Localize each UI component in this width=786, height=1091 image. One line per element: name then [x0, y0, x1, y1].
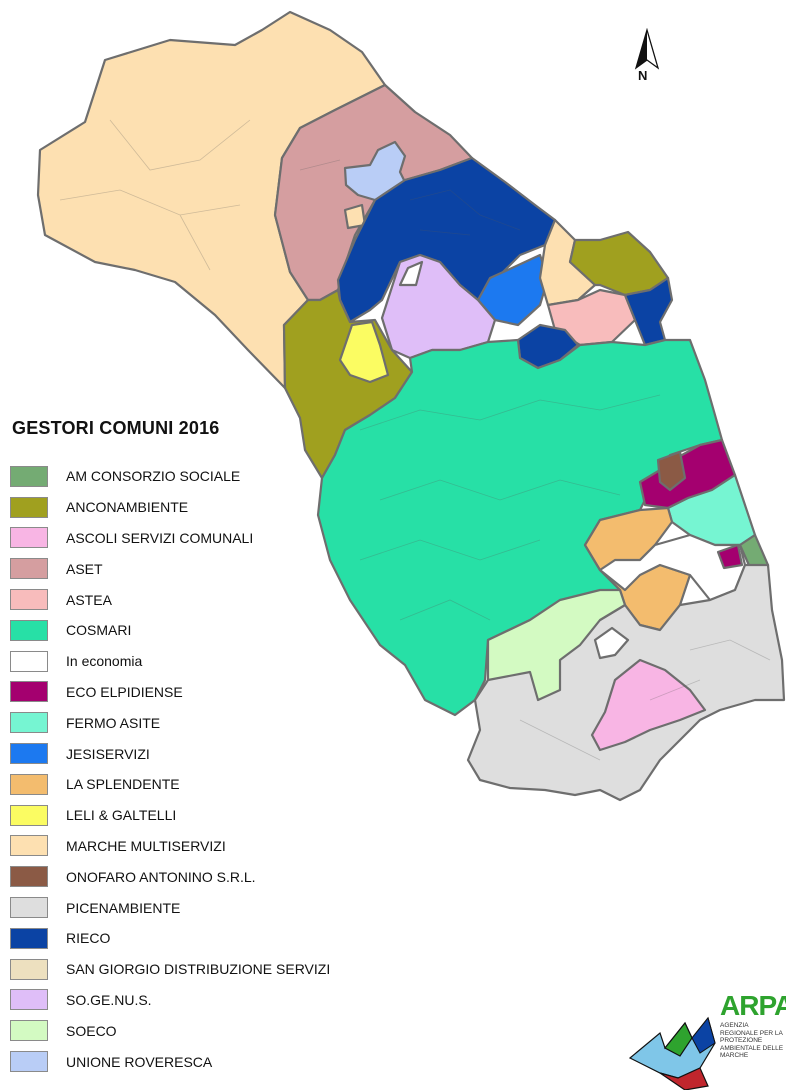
north-arrow-icon [634, 28, 660, 70]
legend-swatch [10, 558, 48, 580]
legend-items: AM CONSORZIO SOCIALE ANCONAMBIENTE ASCOLI … [10, 461, 410, 1077]
legend-item: UNIONE ROVERESCA [10, 1046, 410, 1077]
legend-item: ASTEA [10, 584, 410, 615]
legend-label: SO.GE.NU.S. [66, 991, 152, 1008]
legend-item: SO.GE.NU.S. [10, 985, 410, 1016]
legend-swatch [10, 804, 48, 826]
legend-item: SOECO [10, 1015, 410, 1046]
legend-swatch [10, 773, 48, 795]
arpam-logo-icon [628, 1016, 716, 1090]
legend-item: RIECO [10, 923, 410, 954]
legend-swatch [10, 589, 48, 611]
legend-item: ANCONAMBIENTE [10, 492, 410, 523]
logo-name: ARPAM [720, 990, 786, 1021]
legend-swatch [10, 897, 48, 919]
region-in-economia-3 [593, 626, 630, 660]
legend-label: In economia [66, 653, 143, 670]
legend-swatch [10, 712, 48, 734]
region-eco-elpidiense-2 [716, 543, 744, 570]
legend-title: GESTORI COMUNI 2016 [12, 418, 220, 438]
legend-label: ANCONAMBIENTE [66, 499, 189, 516]
legend-label: ONOFARO ANTONINO S.R.L. [66, 868, 256, 885]
legend-item: PICENAMBIENTE [10, 892, 410, 923]
region-in-economia-1 [398, 260, 424, 287]
region-ascoli-servizi [590, 658, 707, 752]
legend-item: ASET [10, 553, 410, 584]
legend-item: MARCHE MULTISERVIZI [10, 831, 410, 862]
legend-swatch [10, 465, 48, 487]
legend-label: AM CONSORZIO SOCIALE [66, 468, 241, 485]
legend-swatch [10, 650, 48, 672]
legend-label: ASTEA [66, 591, 112, 608]
legend-item: AM CONSORZIO SOCIALE [10, 461, 410, 492]
legend-swatch [10, 835, 48, 857]
legend-swatch [10, 496, 48, 518]
legend-label: ASET [66, 560, 103, 577]
region-onofaro [656, 450, 687, 492]
legend-item: ASCOLI SERVIZI COMUNALI [10, 523, 410, 554]
north-label: N [638, 68, 648, 83]
legend-label: LA SPLENDENTE [66, 776, 180, 793]
legend-label: FERMO ASITE [66, 714, 161, 731]
legend-swatch [10, 958, 48, 980]
municipal-borders [59, 119, 771, 761]
legend-label: SAN GIORGIO DISTRIBUZIONE SERVIZI [66, 961, 331, 978]
logo-subtitle: AGENZIA REGIONALE PER LA PROTEZIONE AMBI… [720, 1022, 784, 1059]
legend-swatch [10, 681, 48, 703]
legend-swatch [10, 527, 48, 549]
legend-label: PICENAMBIENTE [66, 899, 181, 916]
legend-swatch [10, 743, 48, 765]
region-rieco-coast [623, 276, 674, 347]
legend-label: COSMARI [66, 622, 132, 639]
legend-item: FERMO ASITE [10, 707, 410, 738]
legend-swatch [10, 1020, 48, 1042]
region-soeco [486, 588, 627, 702]
legend-swatch [10, 1051, 48, 1073]
legend-label: ASCOLI SERVIZI COMUNALI [66, 529, 254, 546]
legend-item: In economia [10, 646, 410, 677]
legend-label: MARCHE MULTISERVIZI [66, 837, 226, 854]
region-leli-galtelli [338, 320, 390, 384]
legend-item: LELI & GALTELLI [10, 800, 410, 831]
legend-swatch [10, 866, 48, 888]
legend-label: ECO ELPIDIENSE [66, 683, 183, 700]
legend-swatch [10, 927, 48, 949]
legend-item: ECO ELPIDIENSE [10, 677, 410, 708]
legend-item: SAN GIORGIO DISTRIBUZIONE SERVIZI [10, 954, 410, 985]
legend: GESTORI COMUNI 2016 AM CONSORZIO SOCIALE… [10, 418, 410, 1077]
legend-swatch [10, 989, 48, 1011]
legend-label: JESISERVIZI [66, 745, 150, 762]
legend-label: RIECO [66, 930, 111, 947]
legend-item: ONOFARO ANTONINO S.R.L. [10, 861, 410, 892]
legend-item: COSMARI [10, 615, 410, 646]
legend-label: UNIONE ROVERESCA [66, 1053, 213, 1070]
legend-item: LA SPLENDENTE [10, 769, 410, 800]
legend-label: SOECO [66, 1022, 117, 1039]
legend-label: LELI & GALTELLI [66, 807, 177, 824]
legend-swatch [10, 619, 48, 641]
legend-item: JESISERVIZI [10, 738, 410, 769]
